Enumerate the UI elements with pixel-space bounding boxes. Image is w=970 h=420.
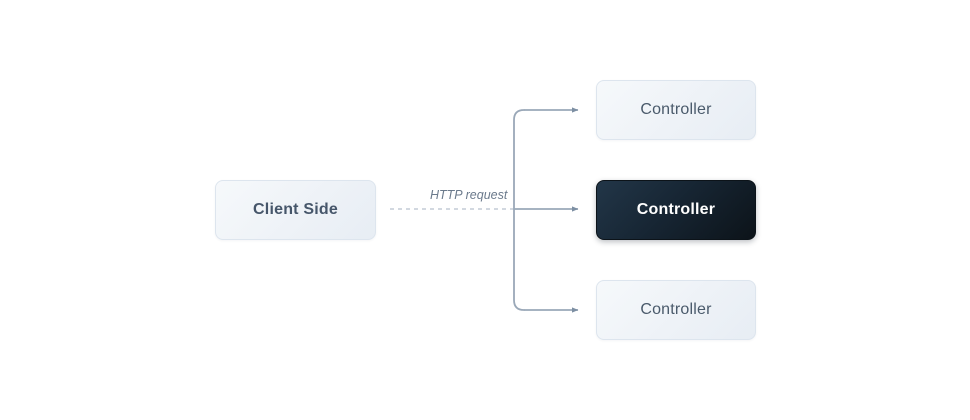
controller-label: Controller — [640, 301, 712, 318]
http-request-label: HTTP request — [430, 188, 508, 202]
branch-trunk — [513, 109, 525, 311]
controller-node-2-active[interactable]: Controller — [596, 180, 756, 240]
client-side-node[interactable]: Client Side — [215, 180, 376, 240]
client-side-label: Client Side — [253, 201, 338, 218]
controller-label: Controller — [640, 101, 712, 118]
controller-node-3[interactable]: Controller — [596, 280, 756, 340]
controller-node-1[interactable]: Controller — [596, 80, 756, 140]
controller-label: Controller — [636, 201, 716, 218]
